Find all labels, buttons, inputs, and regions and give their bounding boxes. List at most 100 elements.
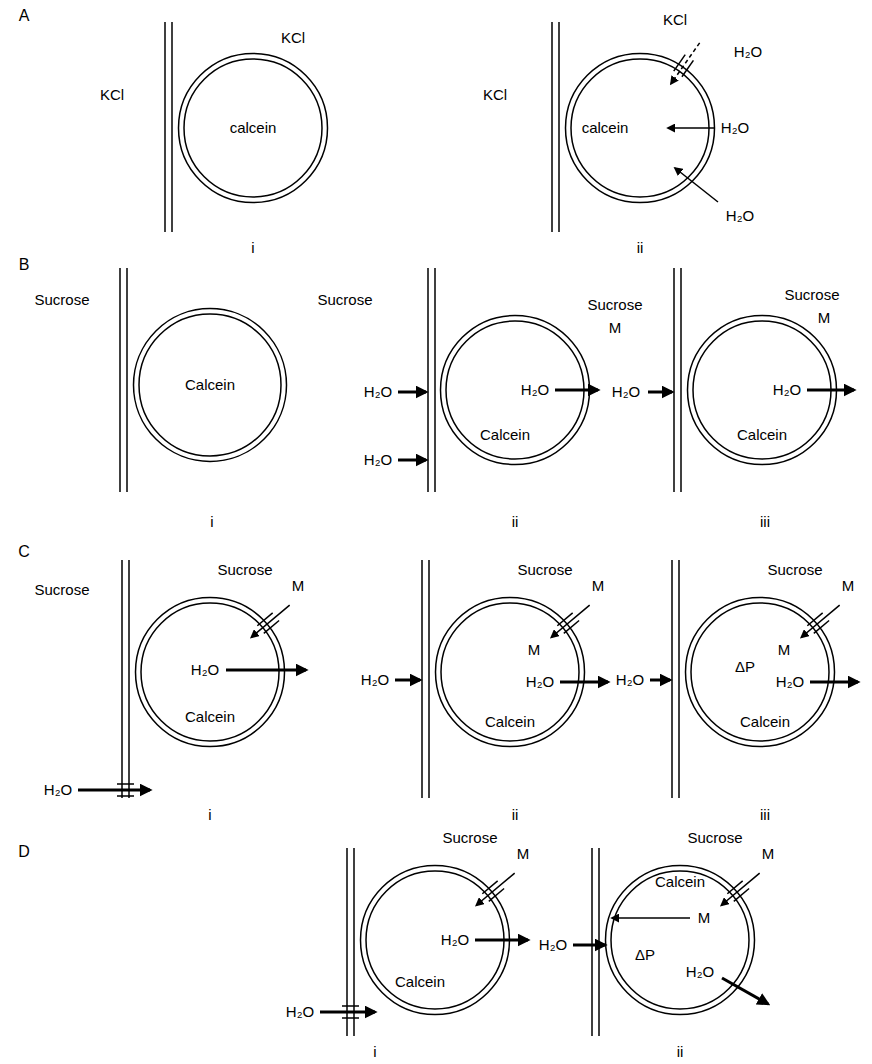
flux-arrow xyxy=(722,978,768,1004)
annotation: H₂O xyxy=(441,931,469,949)
annotation: H₂O xyxy=(686,963,714,981)
annotation: H₂O xyxy=(734,43,762,61)
annotation: M xyxy=(517,845,530,863)
membrane-line xyxy=(673,268,675,492)
annotation: H₂O xyxy=(521,381,549,399)
channel-line xyxy=(342,1005,359,1007)
bilayer-ring xyxy=(141,603,279,741)
annotation: H₂O xyxy=(191,661,219,679)
annotation: M xyxy=(842,577,855,595)
membrane-line xyxy=(434,268,436,492)
annotation: ii xyxy=(512,513,519,531)
annotation: Sucrose xyxy=(784,286,839,304)
bilayer-ring xyxy=(686,598,835,747)
membrane-line xyxy=(671,560,673,798)
membrane-line xyxy=(591,848,593,1036)
membrane-line xyxy=(353,848,355,1036)
annotation: M xyxy=(609,319,622,337)
annotation: M xyxy=(762,845,775,863)
annotation: H₂O xyxy=(721,119,749,137)
annotation: H₂O xyxy=(726,207,754,225)
annotation: H₂O xyxy=(773,381,801,399)
bilayer-ring xyxy=(611,871,749,1009)
annotation: Sucrose xyxy=(587,296,642,314)
annotation: KCl xyxy=(281,29,305,47)
vesicle-wall xyxy=(439,314,591,466)
annotation: iii xyxy=(760,806,770,824)
vesicle-content: calcein xyxy=(230,119,277,137)
bilayer-ring xyxy=(693,321,831,459)
annotation: i xyxy=(210,513,213,531)
vesicle: Calcein xyxy=(684,596,836,748)
bilayer-ring xyxy=(441,603,579,741)
panel-letter: D xyxy=(18,843,30,861)
annotation: M xyxy=(698,909,711,927)
membrane-line xyxy=(121,560,123,798)
annotation: H₂O xyxy=(539,936,567,954)
annotation: Sucrose xyxy=(34,291,89,309)
annotation: Sucrose xyxy=(34,581,89,599)
bilayer-ring xyxy=(566,54,715,203)
membrane-line xyxy=(421,560,423,798)
annotation: i xyxy=(373,1043,376,1061)
vesicle-content: Calcein xyxy=(485,713,535,731)
vesicle-wall xyxy=(686,314,838,466)
flux-arrow xyxy=(320,1011,375,1014)
panel-letter: C xyxy=(18,543,30,561)
membrane-line xyxy=(164,22,166,232)
flux-arrow xyxy=(650,679,670,682)
flux-arrow xyxy=(398,459,426,462)
vesicle-content: Calcein xyxy=(655,873,705,891)
vesicle-wall xyxy=(359,864,511,1016)
bilayer-ring xyxy=(606,866,755,1015)
vesicle: Calcein xyxy=(604,864,756,1016)
membrane-line xyxy=(128,560,130,798)
vesicle: Calcein xyxy=(439,314,591,466)
channel-line xyxy=(117,795,134,797)
bilayer-ring xyxy=(136,598,285,747)
flux-arrow xyxy=(668,127,715,129)
membrane-line xyxy=(551,22,553,232)
annotation: ii xyxy=(637,239,644,257)
flux-arrow xyxy=(395,679,420,682)
vesicle-content: Calcein xyxy=(740,713,790,731)
annotation: Sucrose xyxy=(517,561,572,579)
flux-arrow xyxy=(398,391,426,394)
bilayer-ring xyxy=(361,866,510,1015)
annotation: KCl xyxy=(100,86,124,104)
bilayer-ring xyxy=(688,316,837,465)
membrane-line xyxy=(598,848,600,1036)
annotation: H₂O xyxy=(364,451,392,469)
annotation: M xyxy=(592,577,605,595)
membrane-line xyxy=(346,848,348,1036)
channels xyxy=(117,55,829,1018)
vesicle-content: calcein xyxy=(582,119,629,137)
membrane-line xyxy=(680,268,682,492)
planar-membranes xyxy=(120,22,681,1036)
membrane-line xyxy=(171,22,173,232)
bilayer-ring xyxy=(184,59,322,197)
annotation: H₂O xyxy=(612,383,640,401)
annotation: KCl xyxy=(483,86,507,104)
channel-line xyxy=(342,1017,359,1019)
flux-arrow xyxy=(475,939,528,942)
vesicle-content: Calcein xyxy=(737,426,787,444)
membrane-line xyxy=(428,560,430,798)
flux-arrow xyxy=(648,391,672,394)
bilayer-ring xyxy=(134,309,287,462)
vesicle-content: Calcein xyxy=(185,708,235,726)
panel-letter: B xyxy=(19,256,30,274)
annotation: KCl xyxy=(663,11,687,29)
annotation: M xyxy=(818,309,831,327)
flux-arrow xyxy=(555,389,598,392)
flux-arrow xyxy=(675,168,718,202)
vesicle: calcein xyxy=(564,52,716,204)
annotation: iii xyxy=(760,513,770,531)
annotation: M xyxy=(528,641,541,659)
panel-letter: A xyxy=(19,7,30,25)
vesicle-content: Calcein xyxy=(480,426,530,444)
membrane-line xyxy=(678,560,680,798)
annotation: Sucrose xyxy=(317,291,372,309)
